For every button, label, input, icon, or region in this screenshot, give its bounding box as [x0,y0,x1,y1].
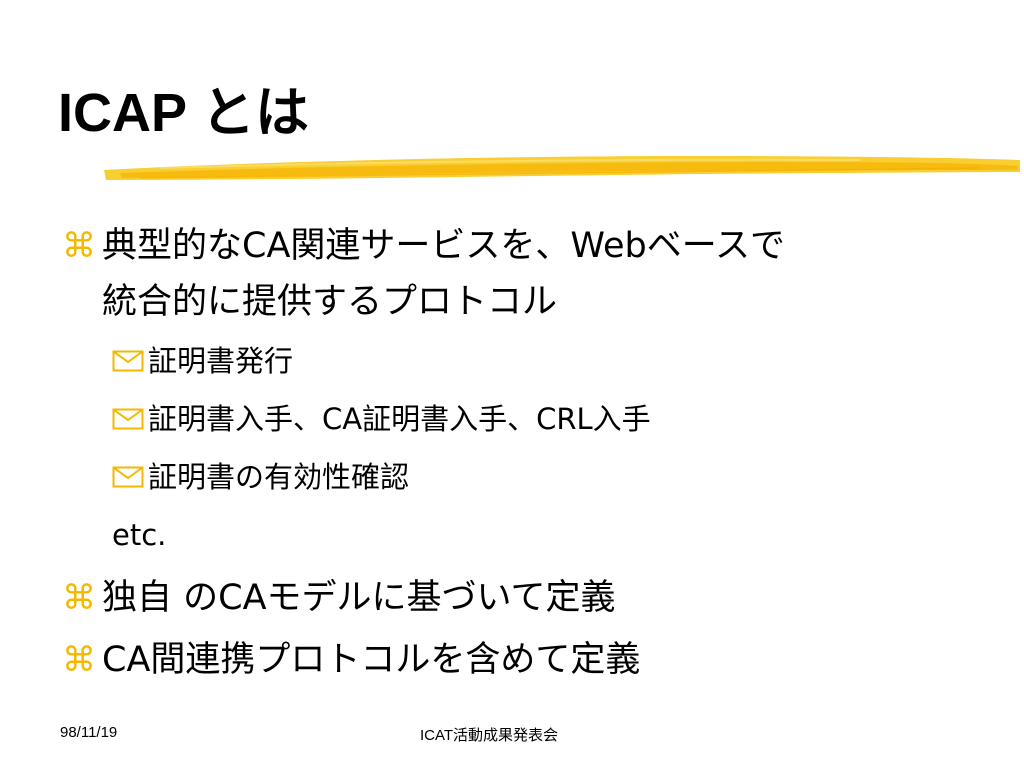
footer-event: ICAT活動成果発表会 [420,727,559,744]
command-icon: ⌘ [62,226,96,266]
bullet-1-text: 典型的なCA関連サービスを、Webベースで [102,226,785,266]
bullet-1: ⌘典型的なCA関連サービスを、Webベースで [62,226,785,266]
sub-bullet-2: 証明書入手、CA証明書入手、CRL入手 [112,402,651,436]
bullet-1-continuation: 統合的に提供するプロトコル [102,282,558,322]
sub-bullet-1: 証明書発行 [112,344,293,378]
envelope-icon [112,466,144,488]
slide-title: ICAP とは [58,83,310,143]
sub-bullet-3: 証明書の有効性確認 [112,460,409,494]
sub-bullet-1-text: 証明書発行 [148,344,294,378]
bullet-3-text: CA間連携プロトコルを含めて定義 [102,640,641,680]
bullet-3: ⌘CA間連携プロトコルを含めて定義 [62,640,640,680]
sub-bullet-3-text: 証明書の有効性確認 [148,460,410,494]
brush-underline-icon [104,156,1020,180]
envelope-icon [112,408,144,430]
bullet-2-text: 独自 のCAモデルに基づいて定義 [102,578,616,618]
footer-date: 98/11/19 [60,724,118,741]
command-icon: ⌘ [62,640,96,680]
bullet-2: ⌘独自 のCAモデルに基づいて定義 [62,578,615,618]
etc-text: etc. [112,518,167,552]
command-icon: ⌘ [62,578,96,618]
envelope-icon [112,350,144,372]
sub-bullet-2-text: 証明書入手、CA証明書入手、CRL入手 [148,402,651,436]
